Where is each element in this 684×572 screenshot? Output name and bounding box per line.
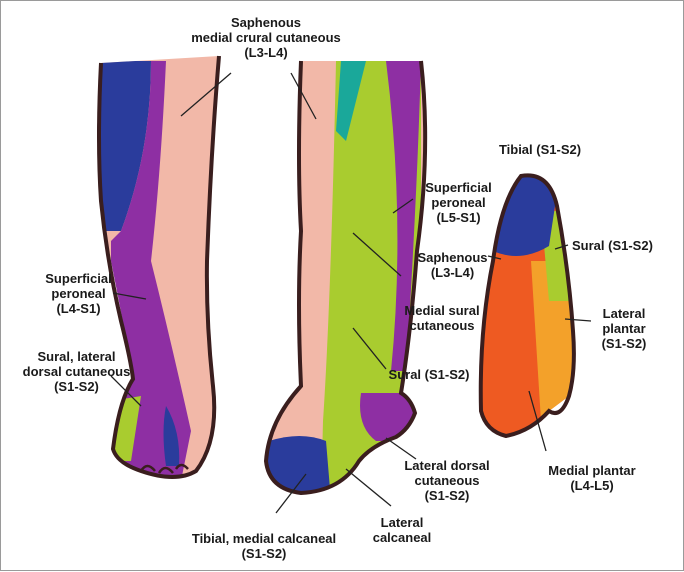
label-saphenous-crural: Saphenous medial crural cutaneous (L3-L4… bbox=[191, 15, 341, 60]
label-medial-sural: Medial sural cutaneous bbox=[404, 303, 480, 333]
label-lateral-calcaneal: Lateral calcaneal bbox=[372, 515, 432, 545]
label-sural-sole: Sural (S1-S2) bbox=[572, 238, 653, 253]
label-medial-plantar: Medial plantar (L4-L5) bbox=[548, 463, 636, 493]
label-sural-lateral-dorsal: Sural, lateral dorsal cutaneous (S1-S2) bbox=[22, 349, 131, 394]
label-lateral-dorsal-cutaneous: Lateral dorsal cutaneous (S1-S2) bbox=[404, 458, 490, 503]
label-lateral-plantar: Lateral plantar (S1-S2) bbox=[601, 306, 647, 351]
label-superficial-peroneal-left: Superficial peroneal (L4-S1) bbox=[45, 271, 112, 316]
leader-lines bbox=[110, 72, 592, 514]
label-superficial-peroneal-mid: Superficial peroneal (L5-S1) bbox=[425, 180, 492, 225]
middle-leg bbox=[266, 61, 426, 493]
label-tibial-medial-calcaneal: Tibial, medial calcaneal (S1-S2) bbox=[191, 531, 337, 561]
label-sural-mid: Sural (S1-S2) bbox=[388, 367, 470, 382]
label-saphenous-mid: Saphenous (L3-L4) bbox=[417, 250, 488, 280]
label-tibial-sole: Tibial (S1-S2) bbox=[498, 142, 582, 157]
